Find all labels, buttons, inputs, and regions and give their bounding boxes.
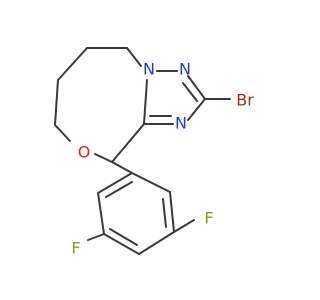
molecule-structure: N N N Br O F F	[54, 47, 254, 258]
bond-n2-c3-double	[182, 82, 198, 102]
atom-bromine: Br	[236, 91, 254, 110]
bond-ph-2-3-double	[162, 198, 167, 228]
bond-ch2-ch2-lower	[54, 79, 59, 126]
atom-n-ring4: N	[175, 114, 187, 133]
bond-ph-4-5-double	[109, 228, 138, 246]
bond-c3-n4	[187, 98, 206, 121]
bond-c-fused-n-bridge	[143, 79, 148, 125]
bond-ph-5-6	[97, 192, 105, 235]
molecule-canvas: N N N Br O F F	[54, 47, 255, 258]
atom-n-ring2: N	[179, 60, 191, 79]
bond-ph-1-2	[131, 172, 171, 193]
bond-ph-3-4	[138, 231, 175, 255]
bond-ch2-o	[54, 124, 71, 142]
atom-n-bridge: N	[143, 60, 155, 79]
atom-oxygen: O	[78, 143, 91, 162]
bond-ch-phenyl	[111, 161, 133, 174]
bond-ch-c-fused	[111, 123, 145, 163]
bond-ph-4-5	[103, 233, 140, 255]
bond-o-ch	[94, 153, 113, 163]
atom-fluorine-right: F	[204, 209, 213, 228]
bond-ch2-ch2-left	[57, 47, 88, 81]
atom-fluorine-left: F	[71, 239, 80, 258]
bond-n2-c3	[187, 75, 206, 100]
bond-ph-6-1-double	[105, 181, 133, 198]
bond-ph-2-3	[169, 191, 175, 233]
bond-n-ch2-top	[126, 47, 142, 67]
bond-c-f-left	[87, 233, 105, 241]
bond-c-f-right	[173, 219, 195, 233]
bond-ph-6-1	[97, 172, 133, 194]
